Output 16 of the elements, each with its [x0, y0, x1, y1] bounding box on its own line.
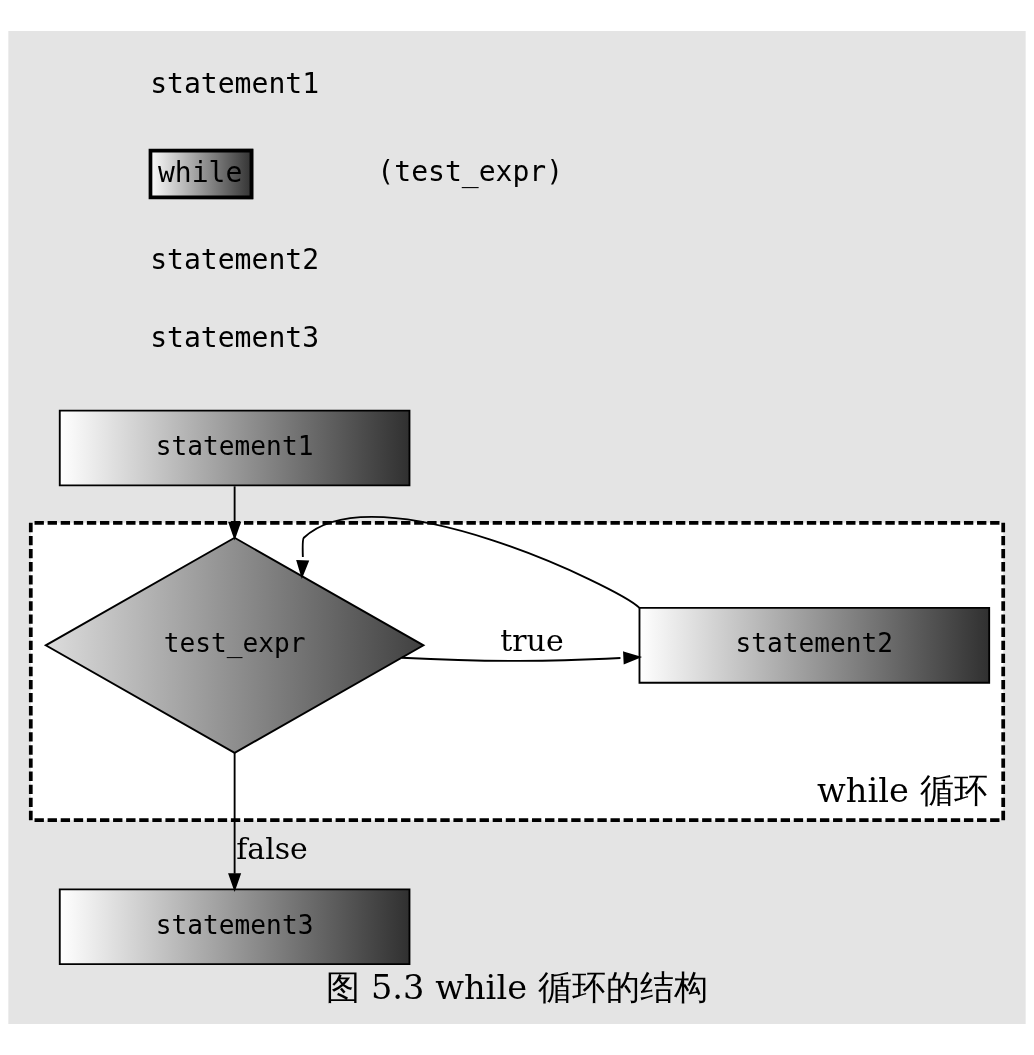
- label: statement3: [150, 321, 320, 355]
- node-box: statement3: [58, 888, 411, 966]
- arrow: [228, 752, 242, 893]
- edge-label: false: [236, 831, 308, 867]
- node-box: statement1: [58, 409, 411, 487]
- arrow: [400, 651, 643, 665]
- label: statement1: [150, 66, 320, 100]
- node-box: statement2: [638, 606, 991, 684]
- label: (test_expr): [377, 154, 564, 188]
- arrow: [296, 516, 641, 609]
- arrow: [228, 485, 242, 541]
- edge-label: true: [500, 622, 564, 658]
- label: statement2: [150, 242, 320, 276]
- node-diamond: test_expr: [43, 536, 426, 754]
- caption: 图 5.3 while 循环的结构: [326, 967, 708, 1007]
- label: while: [157, 155, 243, 189]
